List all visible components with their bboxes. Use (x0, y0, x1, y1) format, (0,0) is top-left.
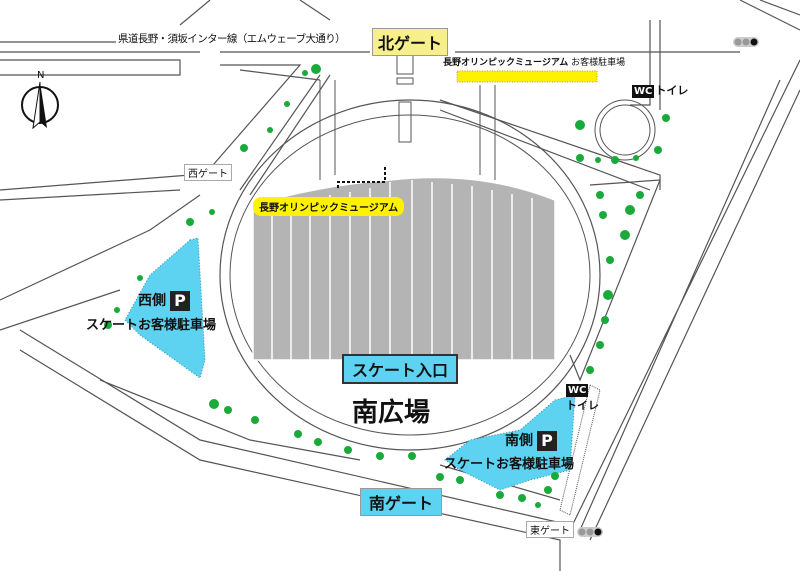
north-gate-label: 北ゲート (372, 28, 449, 56)
south-parking-area (444, 394, 576, 491)
stadium-roof (252, 176, 556, 362)
museum-parking-label: 長野オリンピックミュージアム お客様駐車場 (443, 55, 625, 68)
west-gate-label: 西ゲート (184, 164, 232, 181)
south-plaza-label: 南広場 (352, 398, 431, 428)
south-parking-side: 南側 (505, 433, 533, 449)
traffic-signal-icon (577, 37, 759, 537)
east-gate-label: 東ゲート (526, 521, 574, 538)
stadium-oval (219, 99, 601, 451)
parking-icon: P (170, 291, 190, 311)
museum-parking-suffix: お客様駐車場 (571, 58, 626, 68)
compass-label: N (37, 70, 45, 81)
museum-parking-area (456, 70, 598, 83)
museum-parking-name: 長野オリンピックミュージアム (443, 58, 569, 68)
north-arrow-icon (21, 81, 59, 130)
wc-icon: WC (632, 85, 655, 98)
west-parking-side: 西側 (138, 293, 166, 309)
west-parking-label: スケートお客様駐車場 (86, 318, 217, 333)
wc-label: トイレ (566, 399, 599, 412)
trees (104, 64, 670, 508)
road-label: 県道長野・須坂インター線（エムウェーブ大通り） (118, 33, 346, 45)
parking-icon: P (537, 431, 557, 451)
south-gate-label: 南ゲート (360, 488, 443, 516)
wc-south: WC トイレ (566, 383, 599, 413)
wc-label: トイレ (655, 84, 689, 97)
south-parking-label: スケートお客様駐車場 (444, 457, 575, 472)
west-parking-area (124, 237, 206, 379)
museum-label: 長野オリンピックミュージアム (253, 197, 405, 216)
wc-icon: WC (566, 384, 589, 397)
skate-entrance-label: スケート入口 (342, 354, 459, 384)
